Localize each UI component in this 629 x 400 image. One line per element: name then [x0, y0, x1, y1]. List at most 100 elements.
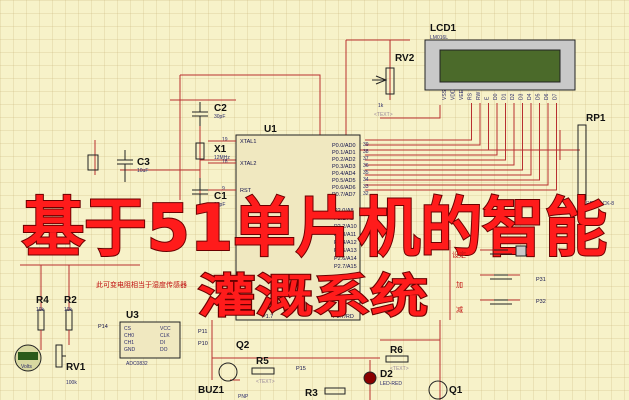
voltmeter-unit: Volts: [21, 364, 32, 370]
r6-resistor: R6 <TEXT>: [385, 345, 409, 372]
u3-adc: U3 ADC0832: [119, 310, 181, 367]
lcd-pin-rs: RS: [468, 92, 474, 100]
button-add-label: 加: [456, 280, 463, 289]
u1-left-num-0: 19: [222, 137, 228, 143]
u1-lower-pin-6: P2.6/A14: [334, 256, 357, 262]
title-line-1: 基于51单片机的智能: [22, 192, 607, 266]
q1-name: Q1: [449, 385, 463, 396]
rp1-resistor-pack: RP1 RESPACK-8: [577, 113, 614, 207]
r2-resistor: R2 10k: [64, 265, 77, 345]
u1-right-pin-4: P0.4/AD4: [332, 171, 356, 177]
u1-right-num-6: 33: [363, 184, 369, 190]
rv2-value: 1k: [378, 103, 384, 109]
x1-value: 12MHz: [214, 155, 230, 161]
c1-name: C1: [214, 191, 227, 202]
u1-right-pin-2: P0.2/AD2: [332, 157, 356, 163]
u1-lower-pin-7: P2.7/A15: [334, 264, 357, 270]
port-p11: P11: [198, 329, 207, 335]
u1-right-pin-3: P0.3/AD3: [332, 164, 356, 170]
lcd-bus-wire-10: [365, 103, 532, 176]
lcd-pin-vdd: VDD: [451, 89, 457, 100]
lcd-bus-wire-3: [365, 103, 472, 141]
lcd-bus-wire-6: [365, 103, 498, 156]
r2-value: 10k: [64, 307, 73, 313]
u3-left-pin-1: CH0: [124, 333, 134, 339]
c3-value: 10uF: [137, 168, 148, 174]
u3-name: U3: [126, 310, 139, 321]
lcd-bus-wire-13: [365, 103, 557, 191]
u1-right-num-7: 32: [363, 191, 369, 197]
c2-value: 30pF: [214, 114, 225, 120]
r4-resistor: R4 10k: [36, 265, 49, 350]
u1-left-pin-0: XTAL1: [240, 139, 256, 145]
rv1-name: RV1: [66, 362, 86, 373]
lcd-pin-vee: VEE: [459, 89, 465, 100]
q1-transistor: Q1: [428, 380, 463, 400]
buzzer-type: PNP: [238, 394, 249, 400]
c2-capacitor: C2 30pF: [192, 102, 227, 126]
lcd-pin-d3: D3: [519, 93, 525, 100]
u1-mcu-label: MCU: [240, 309, 253, 315]
u1-lower-pin-2: P2.2/A10: [334, 224, 357, 230]
lcd-pin-vss: VSS: [442, 89, 448, 100]
lcd-pin-d2: D2: [510, 93, 516, 100]
u1-left-num-2: 9: [222, 186, 225, 192]
r3-resistor: R3: [305, 387, 346, 399]
x1-crystal: X1 12MHz: [195, 142, 230, 161]
u1-right-pin-1: P0.1/AD1: [332, 150, 356, 156]
u1-right-num-1: 38: [363, 149, 369, 155]
lcd-pin-d1: D1: [502, 93, 508, 100]
lcd-pin-d4: D4: [527, 93, 533, 100]
u1-right-num-5: 34: [363, 177, 369, 183]
rv2-potentiometer: RV2 1k <TEXT>: [372, 53, 415, 118]
r2-name: R2: [64, 295, 77, 306]
lcd-bus-wire-7: [365, 103, 506, 161]
port-p10: P10: [198, 341, 208, 347]
c3-capacitor: C3 10uF: [87, 150, 150, 182]
r5-name: R5: [256, 356, 269, 367]
port-p32: P32: [536, 299, 546, 305]
lcd-bus-wire-9: [365, 103, 523, 171]
lcd-model: LM016L: [430, 35, 448, 41]
lcd-bus-wire-11: [365, 103, 540, 181]
r4-name: R4: [36, 295, 49, 306]
u1-left-pin-2: RST: [240, 188, 252, 194]
q2-transistor: Q2: [218, 340, 250, 382]
lcd-bus-wire-4: [365, 103, 481, 146]
lcd-pin-d6: D6: [544, 93, 550, 100]
lcd-bus: [365, 103, 557, 191]
lcd-pin-d7: D7: [553, 93, 559, 100]
lcd-bus-wire-12: [365, 103, 549, 186]
u1-name: U1: [264, 124, 277, 135]
u1-right-num-3: 36: [363, 163, 369, 169]
u1-lower-pin-0: P2.0/A8: [334, 208, 354, 214]
q2-name: Q2: [236, 340, 250, 351]
c1-value: 30pF: [214, 202, 225, 208]
r3-name: R3: [305, 388, 318, 399]
button-group: 设定 加 减 P31 P32: [452, 245, 546, 314]
u3-left-pin-2: CH1: [124, 340, 134, 346]
u1-right-pin-6: P0.6/AD6: [332, 185, 356, 191]
r4-value: 10k: [36, 307, 45, 313]
button-set-label: 设定: [452, 250, 466, 259]
lcd-name: LCD1: [430, 23, 457, 34]
rp1-model: RESPACK-8: [586, 201, 614, 207]
title-line-2: 灌溉系统: [198, 269, 428, 323]
u3-left-pin-3: GND: [124, 347, 136, 353]
lcd-pin-d0: D0: [493, 93, 499, 100]
u1-right-pin-0: P0.0/AD0: [332, 143, 356, 149]
port-p15: P15: [296, 366, 306, 372]
port-p14: P14: [98, 324, 108, 330]
r6-text-placeholder: <TEXT>: [390, 366, 409, 372]
u1-lower-pin-3: P2.3/A11: [334, 232, 356, 238]
lcd-pin-e: E: [485, 96, 491, 100]
buzzer-name: BUZ1: [198, 385, 225, 396]
u1-microcontroller: U1 MCU P1.7 P3.7/RD: [235, 124, 361, 321]
u3-left-pin-0: CS: [124, 326, 132, 332]
u3-right-pin-0: VCC: [160, 326, 171, 332]
port-p31: P31: [536, 277, 546, 283]
lcd-pin-d5: D5: [536, 93, 542, 100]
